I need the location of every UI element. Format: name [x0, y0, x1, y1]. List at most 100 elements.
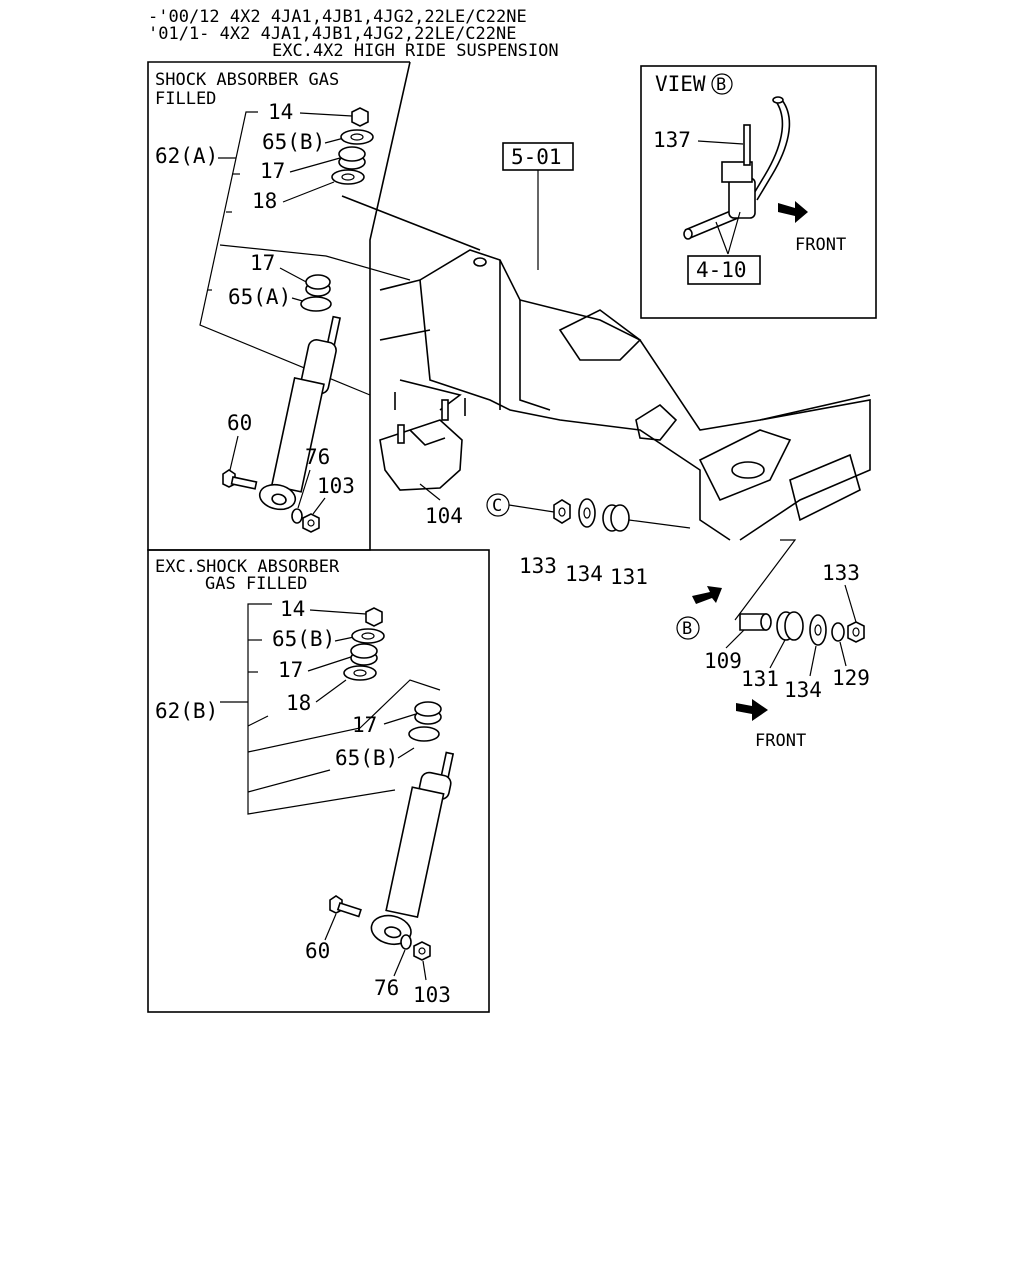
washer-129: [831, 622, 845, 642]
washer-18-b: [343, 665, 377, 681]
shock-absorber-standard: [370, 751, 455, 946]
shock-absorber-gas: [258, 315, 342, 511]
nut-133: [553, 499, 571, 524]
label-65b: 65(B): [262, 130, 325, 154]
bracket-17-line: [219, 244, 411, 281]
label-18-b: 18: [286, 691, 311, 715]
panel-non-gas-caption-1: EXC.SHOCK ABSORBER: [155, 557, 340, 577]
washer-76: [291, 508, 303, 524]
view-b-ref-box: [687, 255, 761, 285]
nut-133-b: [847, 621, 865, 643]
washer-65a: [300, 296, 332, 312]
washer-134-b: [809, 614, 827, 646]
hardware-group-b: B 133 109 131 134 129 FRONT: [676, 539, 870, 751]
panel-gas-caption-1: SHOCK ABSORBER GAS: [155, 70, 339, 90]
panel-gas-filled: SHOCK ABSORBER GAS FILLED 14 65(B) 62(A)…: [147, 61, 411, 551]
marker-b: B: [682, 619, 692, 639]
header-line-3: EXC.4X2 HIGH RIDE SUSPENSION: [272, 41, 559, 61]
label-62a: 62(A): [155, 144, 218, 168]
front-arrow-icon: [778, 201, 808, 223]
label-17-b-bottom: 17: [352, 713, 377, 737]
bushing-17-b-top: [350, 643, 378, 666]
washer-18: [331, 169, 365, 185]
view-b-marker-circle: [711, 73, 733, 95]
label-134: 134: [565, 562, 603, 586]
bushing-17-top: [338, 146, 366, 170]
label-133: 133: [519, 554, 557, 578]
washer-65b: [340, 129, 374, 145]
label-103-b: 103: [413, 983, 451, 1007]
view-b-title: VIEW: [655, 72, 706, 96]
label-131: 131: [610, 565, 648, 589]
frame-rail-top: [419, 249, 871, 431]
panel-non-gas: EXC.SHOCK ABSORBER GAS FILLED 14 65(B) 1…: [147, 549, 490, 1013]
label-62b: 62(B): [155, 699, 218, 723]
bolt-60: [222, 469, 258, 490]
label-17-b-top: 17: [278, 658, 303, 682]
label-65b-2: 65(B): [335, 746, 398, 770]
label-14: 14: [268, 100, 293, 124]
spring-seat: [698, 429, 792, 502]
label-104: 104: [425, 504, 463, 528]
leader-to-shock-mount: [341, 195, 481, 251]
nut-103-b: [413, 941, 431, 961]
label-103: 103: [317, 474, 355, 498]
washer-76-b: [400, 934, 412, 950]
label-65a: 65(A): [228, 285, 291, 309]
nut-14: [351, 107, 369, 127]
view-b-marker: B: [716, 75, 726, 95]
label-133-b: 133: [822, 561, 860, 585]
label-134-b: 134: [784, 678, 822, 702]
label-131-b: 131: [741, 667, 779, 691]
label-18: 18: [252, 189, 277, 213]
crossmember: [558, 309, 642, 361]
view-b-arrow-icon: [692, 586, 722, 604]
label-17-bottom: 17: [250, 251, 275, 275]
marker-c: C: [492, 496, 502, 516]
front-arrow-main-icon: [736, 699, 768, 721]
sleeve-109: [739, 613, 772, 631]
view-b-front: FRONT: [795, 235, 846, 255]
label-60-b: 60: [305, 939, 330, 963]
label-76: 76: [305, 445, 330, 469]
bracket-clamp: [635, 403, 678, 441]
label-109: 109: [704, 649, 742, 673]
nut-14-b: [365, 607, 383, 627]
bushing-131-b: [776, 611, 804, 641]
bump-stopper-104: [379, 399, 463, 491]
view-b-ref-text: 4-10: [696, 258, 747, 282]
view-b-stud-137: [743, 124, 751, 166]
main-front: FRONT: [755, 731, 806, 751]
bushing-17-bottom: [305, 274, 331, 297]
washer-65b-2: [408, 726, 440, 742]
hardware-group-c: C 133 134 131: [486, 493, 691, 589]
panel-gas-caption-2: FILLED: [155, 89, 216, 109]
label-129: 129: [832, 666, 870, 690]
washer-65b-1: [351, 628, 385, 644]
label-76-b: 76: [374, 976, 399, 1000]
label-17-top: 17: [260, 159, 285, 183]
nut-103: [302, 513, 320, 533]
label-60: 60: [227, 411, 252, 435]
panel-non-gas-border: [147, 549, 490, 1013]
label-65b-1: 65(B): [272, 627, 335, 651]
bracket-62b: [247, 603, 396, 815]
view-b-panel: VIEW B 137 4-10 FRONT: [640, 65, 877, 319]
view-b-bracket: [728, 177, 756, 219]
bushing-131: [602, 504, 630, 532]
bushing-17-b-bottom: [414, 701, 442, 725]
bracket-62a: [199, 111, 371, 396]
label-137: 137: [653, 128, 691, 152]
chassis-frame: 5-01 104: [341, 142, 871, 541]
view-b-border: [640, 65, 877, 319]
view-b-link-rod: [749, 99, 784, 201]
bolt-60-b: [329, 895, 362, 918]
header-line-1: -'00/12 4X2 4JA1,4JB1,4JG2,22LE/C22NE: [148, 7, 527, 27]
ref-box-5-01-text: 5-01: [511, 145, 562, 169]
label-14-b: 14: [280, 597, 305, 621]
header-line-2: '01/1- 4X2 4JA1,4JB1,4JG2,22LE/C22NE: [148, 24, 516, 44]
marker-b-circle: [676, 616, 700, 640]
washer-134: [578, 498, 596, 528]
panel-non-gas-caption-2: GAS FILLED: [205, 574, 307, 594]
